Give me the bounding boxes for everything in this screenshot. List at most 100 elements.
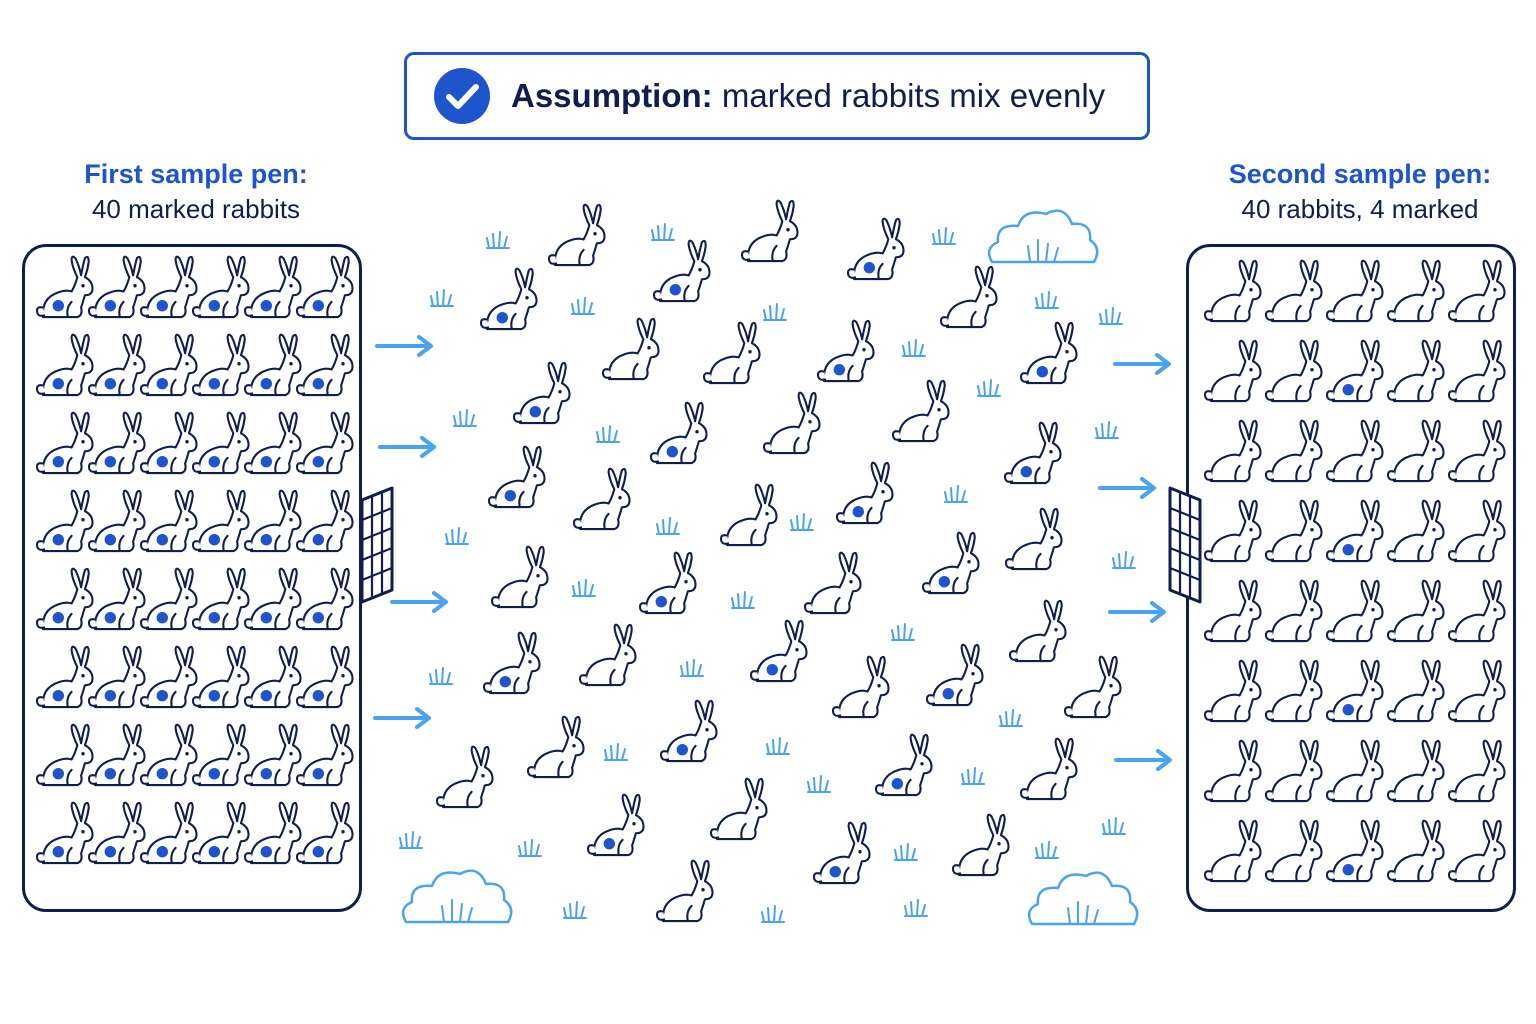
first-pen-subtitle: 40 marked rabbits <box>91 194 301 225</box>
marked-rabbit <box>243 801 302 865</box>
marked-rabbit <box>1003 421 1062 485</box>
mark-dot <box>666 446 678 458</box>
marked-rabbit <box>243 489 302 553</box>
mark-dot <box>104 612 116 624</box>
mark-dot <box>52 456 64 468</box>
marked-rabbit <box>139 411 198 475</box>
pen-gate <box>360 486 394 604</box>
grass-tuft <box>1112 551 1136 569</box>
mark-dot <box>260 456 272 468</box>
mark-dot <box>529 406 541 418</box>
mark-dot <box>208 846 220 858</box>
grass-tuft <box>1095 421 1119 439</box>
unmarked-rabbit <box>1264 419 1323 483</box>
marked-rabbit <box>35 333 94 397</box>
unmarked-rabbit <box>1325 739 1384 803</box>
grass-tuft <box>999 709 1023 727</box>
marked-rabbit <box>1019 321 1078 385</box>
mark-dot <box>104 456 116 468</box>
unmarked-rabbit <box>1008 599 1067 663</box>
unmarked-rabbit <box>490 545 549 609</box>
flow-arrow <box>373 707 431 729</box>
marked-rabbit <box>35 411 94 475</box>
assumption-text: Assumption: marked rabbits mix evenly <box>511 77 1105 115</box>
grass-tuft <box>680 659 704 677</box>
unmarked-rabbit <box>547 203 606 267</box>
unmarked-rabbit <box>831 655 890 719</box>
second-pen-title: Second sample pen: <box>1228 159 1492 189</box>
unmarked-rabbit <box>1386 739 1445 803</box>
first-pen-caption: First sample pen: 40 marked rabbits <box>0 158 396 226</box>
unmarked-rabbit <box>803 551 862 615</box>
mark-dot <box>52 378 64 390</box>
unmarked-rabbit <box>1447 419 1506 483</box>
grass-tuft <box>761 905 785 923</box>
marked-rabbit <box>35 723 94 787</box>
unmarked-rabbit <box>1447 579 1506 643</box>
mark-dot <box>104 534 116 546</box>
grass-tuft <box>399 831 423 849</box>
unmarked-rabbit <box>1063 655 1122 719</box>
marked-rabbit <box>243 411 302 475</box>
unmarked-rabbit <box>1264 259 1323 323</box>
mark-dot <box>833 364 845 376</box>
marked-rabbit <box>87 567 146 631</box>
mark-dot <box>260 300 272 312</box>
flow-arrow <box>1113 353 1171 375</box>
marked-rabbit <box>1325 659 1384 723</box>
marked-rabbit <box>139 333 198 397</box>
marked-rabbit <box>243 645 302 709</box>
second-pen-subtitle: 40 rabbits, 4 marked <box>1241 194 1479 225</box>
pen-gates <box>360 486 1202 604</box>
mark-dot <box>156 768 168 780</box>
mark-dot <box>829 866 841 878</box>
bush <box>987 209 1099 264</box>
mark-dot <box>156 456 168 468</box>
grass-tuft <box>1099 307 1123 325</box>
mark-dot <box>104 768 116 780</box>
marked-rabbit <box>139 723 198 787</box>
unmarked-rabbit <box>1386 659 1445 723</box>
assumption-statement: marked rabbits mix evenly <box>721 77 1106 114</box>
marked-rabbit <box>87 645 146 709</box>
unmarked-rabbit <box>1203 579 1262 643</box>
marked-rabbit <box>35 801 94 865</box>
marked-rabbit <box>191 567 250 631</box>
mark-dot <box>1020 466 1032 478</box>
mark-dot <box>156 690 168 702</box>
mark-dot <box>52 846 64 858</box>
mark-dot <box>260 690 272 702</box>
unmarked-rabbit <box>578 623 637 687</box>
mark-dot <box>260 846 272 858</box>
grass-tuft <box>572 579 596 597</box>
unmarked-rabbit <box>1447 259 1506 323</box>
first-pen-rabbits <box>35 255 354 865</box>
mark-dot <box>52 768 64 780</box>
marked-rabbit <box>295 801 354 865</box>
marked-rabbit <box>295 489 354 553</box>
marked-rabbit <box>87 489 146 553</box>
marked-rabbit <box>512 361 571 425</box>
mark-dot <box>669 284 681 296</box>
mark-dot <box>942 688 954 700</box>
mark-dot <box>863 262 875 274</box>
first-pen-title: First sample pen: <box>84 159 308 189</box>
grass-tuft <box>902 339 926 357</box>
unmarked-rabbit <box>1203 419 1262 483</box>
mark-dot <box>603 838 615 850</box>
grass-tuft <box>977 379 1001 397</box>
marked-rabbit <box>87 255 146 319</box>
mark-dot <box>938 576 950 588</box>
unmarked-rabbit <box>1004 507 1063 571</box>
marked-rabbit <box>243 723 302 787</box>
marked-rabbit <box>812 821 871 885</box>
mark-dot <box>312 534 324 546</box>
mark-dot <box>504 490 516 502</box>
mark-dot <box>312 378 324 390</box>
unmarked-rabbit <box>572 467 631 531</box>
mark-dot <box>156 300 168 312</box>
unmarked-rabbit <box>1325 579 1384 643</box>
mark-dot <box>260 534 272 546</box>
pen-gate <box>1168 486 1202 604</box>
marked-rabbit <box>87 333 146 397</box>
